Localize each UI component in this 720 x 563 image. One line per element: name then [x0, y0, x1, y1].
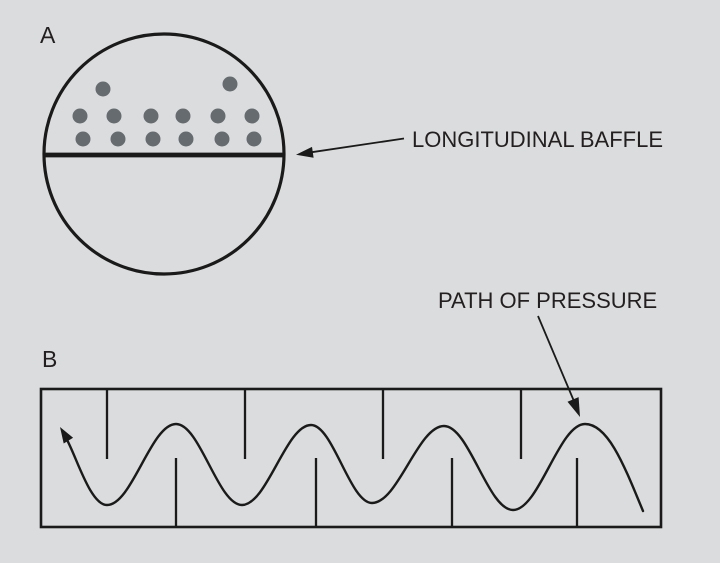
vapor-dots [72, 76, 262, 147]
vapor-dot [246, 131, 262, 147]
vapor-dot [72, 108, 88, 124]
pressure-callout-arrow-shaft [537, 315, 575, 401]
bottom-baffles [174, 458, 579, 527]
baffle-callout-label: LONGITUDINAL BAFFLE [412, 127, 663, 152]
vapor-dot [145, 131, 161, 147]
baffle-callout-arrowhead-icon [296, 146, 314, 158]
vapor-dot [110, 131, 126, 147]
panel-a-label: A [40, 22, 56, 48]
vapor-dot [75, 131, 91, 147]
vapor-dot [143, 108, 159, 124]
vapor-dot [106, 108, 122, 124]
shell-rect [39, 387, 663, 529]
vapor-dot [214, 131, 230, 147]
baffle-callout-arrow-shaft [310, 137, 405, 154]
vapor-dot [210, 108, 226, 124]
vapor-dot [178, 131, 194, 147]
vapor-dot [175, 108, 191, 124]
vapor-dot [95, 81, 111, 97]
pressure-path-wave [64, 422, 645, 513]
pressure-callout-arrowhead-icon [567, 397, 580, 417]
vapor-dot [222, 76, 238, 92]
top-baffles [105, 389, 523, 459]
vapor-dot [244, 108, 260, 124]
pressure-callout-label: PATH OF PRESSURE [438, 288, 657, 313]
panel-b-label: B [42, 346, 57, 372]
pressure-path-arrowhead-icon [60, 427, 74, 444]
